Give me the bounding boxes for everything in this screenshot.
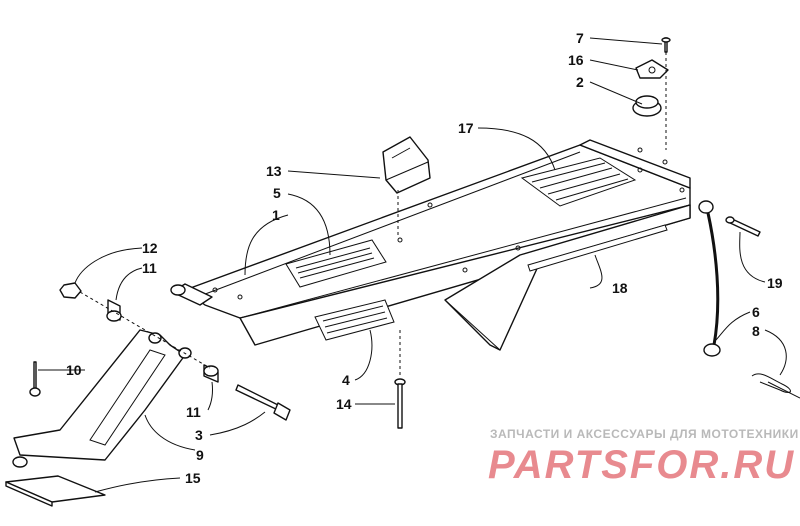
callout-5: 5: [273, 185, 281, 201]
rivet-part-14: [394, 378, 406, 429]
grommet-part-2: [632, 95, 662, 117]
plate-part-16: [635, 59, 669, 79]
label-decal-4: [314, 299, 395, 341]
callout-6: 6: [752, 304, 760, 320]
rivet-holes: [212, 147, 685, 300]
callout-18: 18: [612, 280, 628, 296]
nut-part-12: [59, 282, 82, 299]
bolt-part-3: [235, 384, 291, 421]
callout-3: 3: [195, 427, 203, 443]
watermark-logo: PARTSFOR.RU: [488, 443, 795, 487]
callout-9: 9: [196, 447, 204, 463]
bushing-part-11-lower: [203, 364, 219, 383]
callout-11-lower: 11: [186, 404, 201, 420]
watermark: ЗАПЧАСТИ И АКСЕССУАРЫ ДЛЯ МОТОТЕХНИКИ PA…: [488, 427, 799, 487]
callout-8: 8: [752, 323, 760, 339]
pin-part-19: [725, 216, 761, 237]
callout-4: 4: [342, 372, 350, 388]
callout-13: 13: [266, 163, 282, 179]
callout-11-upper: 11: [142, 260, 157, 276]
tray-rod: [170, 283, 213, 306]
callout-19: 19: [767, 275, 783, 291]
callout-14: 14: [336, 396, 352, 412]
label-decal-18: [527, 224, 668, 272]
label-decal-17: [520, 157, 637, 207]
washer: [12, 456, 28, 468]
bushing-part-11-upper: [106, 299, 122, 322]
watermark-tagline: ЗАПЧАСТИ И АКСЕССУАРЫ ДЛЯ МОТОТЕХНИКИ: [490, 427, 799, 441]
callout-12: 12: [142, 240, 158, 256]
leader-lines: [38, 37, 787, 493]
callout-labels: 1 5 13 4 14 17 18 2 16 7 6 19 8 12 11 10…: [66, 30, 783, 486]
callout-1: 1: [272, 207, 280, 223]
clip-part-8: [751, 373, 800, 399]
clip-part-13: [382, 136, 431, 194]
callout-15: 15: [185, 470, 201, 486]
pin-part-7: [661, 37, 671, 53]
callout-10: 10: [66, 362, 82, 378]
callout-2: 2: [576, 74, 584, 90]
callout-17: 17: [458, 120, 474, 136]
callout-7: 7: [576, 30, 584, 46]
bracket-part-9: [13, 329, 192, 461]
callout-16: 16: [568, 52, 584, 68]
label-decal-5: [285, 239, 387, 288]
cable-part-6: [698, 200, 721, 357]
plate-part-15: [5, 475, 106, 507]
rivet-part-10: [29, 361, 41, 397]
